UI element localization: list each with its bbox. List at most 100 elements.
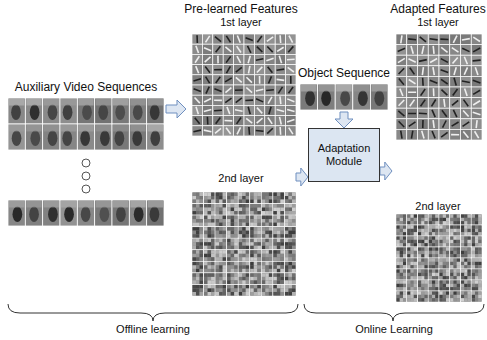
feature-stroke [279,96,281,104]
feature-cell [396,247,407,258]
feature-stroke [432,131,435,138]
feature-texture [196,273,200,277]
feature-texture [277,285,281,289]
feature-texture [227,193,231,197]
feature-cell [192,75,202,85]
feature-texture [446,284,449,287]
feature-cell [450,76,461,87]
feature-texture [446,221,449,224]
feature-texture [280,273,284,277]
feature-texture [227,257,231,261]
feature-texture [250,277,254,281]
feature-texture [414,221,417,224]
feature-cell [450,119,461,130]
feature-cell [202,34,212,44]
feature-texture [280,219,284,223]
feature-texture [223,280,227,284]
feature-texture [216,200,220,204]
video-object [305,91,315,107]
feature-texture [273,200,277,204]
feature-cell [234,75,244,85]
feature-cell [254,44,264,54]
feature-texture [239,239,243,243]
feature-cell [192,116,202,126]
feature-texture [425,221,428,224]
feature-texture [280,196,284,200]
feature-cell [244,65,254,75]
feature-stroke [246,77,252,82]
feature-texture [292,280,296,284]
feature-cell [234,95,244,105]
feature-cell [407,34,418,45]
feature-texture [446,273,449,276]
feature-texture [418,281,421,284]
feature-texture [475,270,478,273]
feature-texture [403,265,406,268]
feature-texture [407,218,410,221]
feature-texture [429,287,432,290]
feature-texture [250,196,254,200]
feature-texture [211,257,215,261]
feature-texture [475,259,478,262]
feature-texture [472,226,475,229]
feature-texture [254,254,258,258]
feature-cell [213,95,223,105]
feature-stroke [193,79,200,81]
feature-stroke [464,67,467,74]
feature-texture [450,295,453,298]
video-frame [95,124,112,150]
feature-texture [211,285,215,289]
feature-cell [461,269,472,280]
feature-texture [464,284,467,287]
feature-cell [407,225,418,236]
feature-texture [211,250,215,254]
feature-texture [257,234,261,238]
feature-texture [432,265,435,268]
feature-texture [250,204,254,208]
feature-texture [234,204,238,208]
feature-stroke [269,76,272,83]
feature-stroke [422,131,424,139]
feature-texture [219,239,223,243]
feature-texture [250,246,254,250]
feature-texture [432,221,435,224]
feature-cell [223,34,233,44]
feature-texture [440,265,443,268]
video-background [319,85,335,92]
feature-cell [265,85,275,95]
feature-stroke [226,36,230,43]
feature-texture [443,248,446,251]
feature-cell [261,215,273,227]
feature-texture [403,281,406,284]
feature-texture [193,288,197,292]
feature-texture [446,265,449,268]
feature-cell [407,247,418,258]
feature-texture [411,229,414,232]
feature-texture [403,229,406,232]
feature-texture [285,254,289,258]
feature-cell [428,291,439,302]
feature-texture [262,273,266,277]
feature-texture [440,295,443,298]
feature-texture [450,265,453,268]
feature-texture [454,270,457,273]
feature-texture [468,276,471,279]
feature-texture [273,204,277,208]
feature-cell [265,126,275,136]
feature-texture [440,240,443,243]
feature-cell [261,238,273,250]
feature-texture [269,216,273,220]
feature-texture [254,292,258,296]
feature-stroke [257,118,263,123]
feature-cell [396,280,407,291]
feature-texture [254,204,258,208]
feature-texture [280,200,284,204]
feature-texture [231,204,235,208]
feature-texture [239,265,243,269]
feature-texture [196,254,200,258]
feature-cell [428,45,439,56]
video-frame [353,84,371,110]
feature-texture [211,234,215,238]
feature-texture [468,237,471,240]
feature-texture [257,216,261,220]
